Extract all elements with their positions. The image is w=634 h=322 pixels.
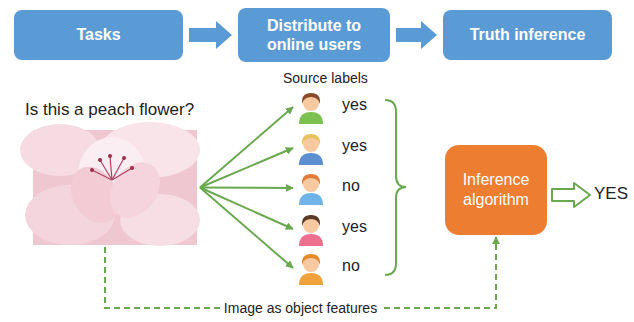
image-object: Is this a peach flower?	[33, 130, 197, 245]
person-icon	[296, 90, 326, 124]
worker: yes	[296, 211, 376, 247]
anthers	[90, 154, 134, 172]
person-icon	[296, 131, 326, 165]
source-label: yes	[342, 218, 367, 236]
person-hair	[302, 215, 320, 226]
worker: yes	[296, 130, 376, 166]
stamens	[92, 156, 132, 180]
person-icon	[296, 251, 326, 285]
process-box: Tasks	[14, 10, 183, 60]
fan-arrow	[200, 107, 293, 188]
question-text: Is this a peach flower?	[25, 100, 194, 120]
box-title: Truth inference	[470, 25, 586, 44]
source-label: yes	[342, 96, 367, 114]
flow-arrow	[189, 21, 232, 49]
algorithm-box: Inference algorithm	[445, 145, 547, 235]
person-body	[299, 273, 323, 285]
result-label: YES	[594, 184, 628, 204]
worker: no	[296, 170, 376, 206]
box-title: Inference algorithm	[453, 170, 539, 210]
fan-arrow	[200, 148, 293, 188]
box-title: Tasks	[76, 25, 120, 44]
fan-arrow	[200, 188, 293, 269]
box-title: Distribute to online users	[246, 16, 382, 54]
source-label: yes	[342, 137, 367, 155]
person-body	[299, 234, 323, 246]
person-hair	[302, 93, 320, 104]
person-hair	[302, 134, 320, 145]
source-label: no	[342, 257, 360, 275]
process-box: Truth inference	[443, 10, 612, 60]
person-icon	[296, 212, 326, 246]
fan-arrow	[200, 187, 293, 190]
worker: yes	[296, 89, 376, 125]
source-label: no	[342, 177, 360, 195]
person-body	[299, 193, 323, 205]
person-icon	[296, 171, 326, 205]
worker: no	[296, 250, 376, 286]
edge-label: Image as object features	[220, 300, 381, 316]
brace	[385, 100, 406, 275]
person-body	[299, 112, 323, 124]
process-box: Distribute to online users	[238, 8, 390, 62]
person-hair	[302, 174, 320, 185]
column-heading: Source labels	[283, 70, 368, 86]
person-hair	[302, 254, 320, 265]
flow-arrow	[396, 21, 437, 49]
dashed-feature-line	[105, 237, 496, 308]
petal	[100, 153, 170, 227]
fan-arrow	[200, 188, 293, 230]
hollow-arrow	[552, 183, 590, 207]
person-body	[299, 153, 323, 165]
flower-photo	[20, 122, 200, 246]
